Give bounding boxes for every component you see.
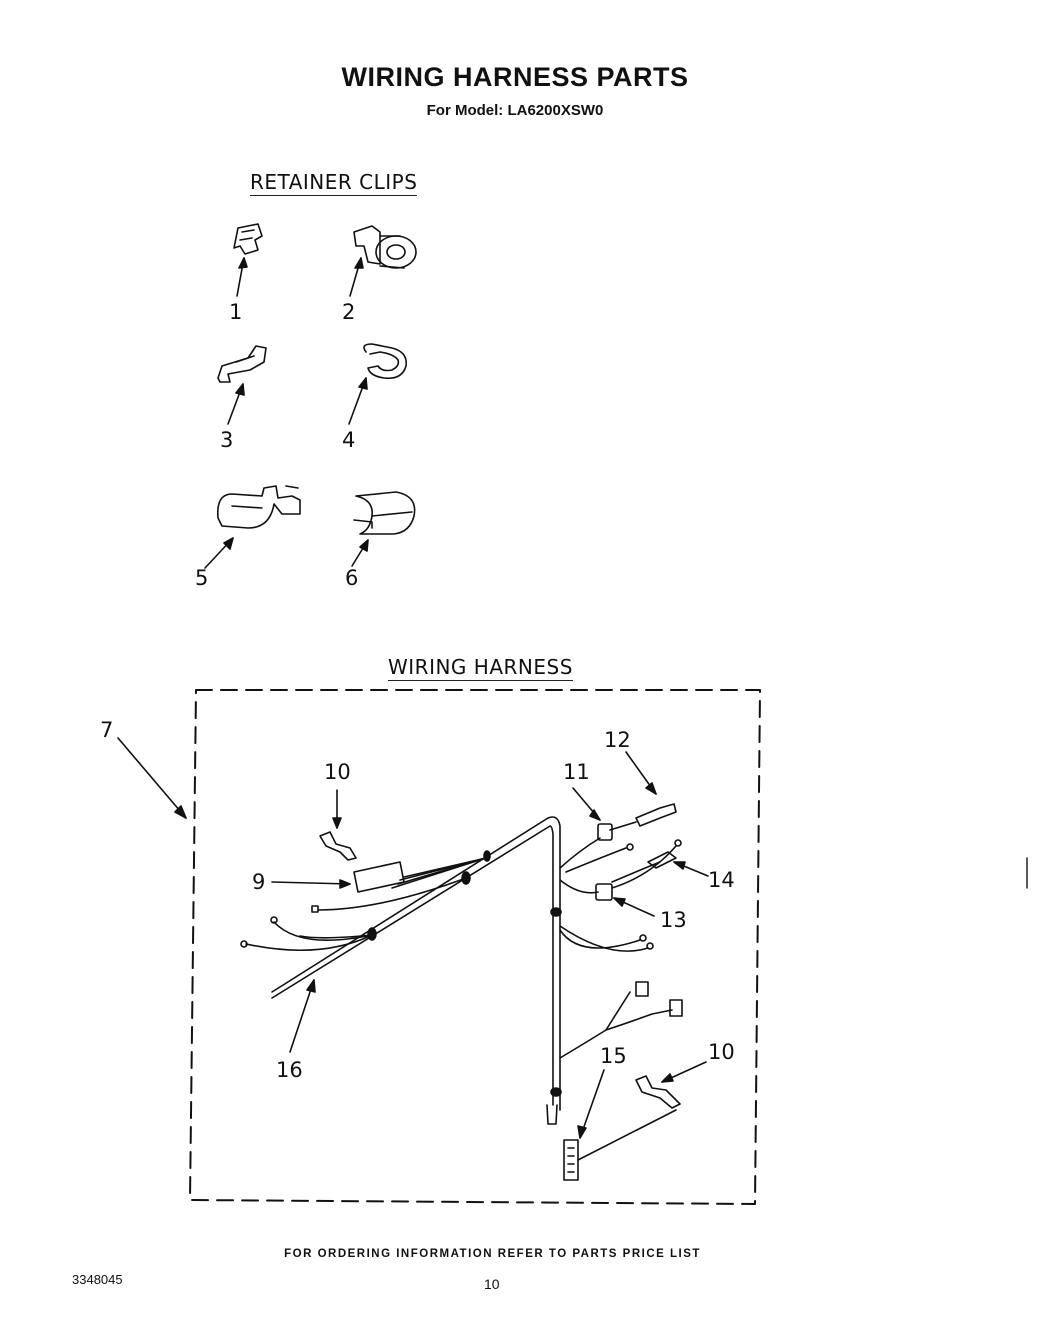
trunk-clamps (367, 850, 562, 1097)
callout-12: 12 (604, 728, 631, 752)
retainer-clip-6 (353, 491, 416, 535)
leader-arrow-9 (271, 881, 351, 885)
callout-7: 7 (100, 718, 114, 742)
harness-trunk (271, 816, 561, 1125)
retainer-clip-5 (216, 485, 301, 529)
model-subtitle: For Model: LA6200XSW0 (426, 102, 604, 119)
leader-arrow-7 (117, 737, 187, 819)
connector-11 (597, 823, 613, 841)
leader-arrow-15 (579, 1069, 605, 1139)
callout-11: 11 (563, 760, 590, 784)
retainer-clip-4 (363, 343, 408, 380)
page-title: WIRING HARNESS PARTS (341, 62, 689, 92)
callout-16: 16 (276, 1058, 303, 1082)
terminal-10-upper (319, 831, 357, 861)
callout-13: 13 (660, 908, 687, 932)
connector-13 (595, 883, 613, 901)
callout-5: 5 (195, 566, 209, 590)
harness-left-branches (240, 857, 487, 952)
callout-1: 1 (229, 300, 243, 324)
callout-10-upper: 10 (324, 760, 351, 784)
ordering-note: FOR ORDERING INFORMATION REFER TO PARTS … (284, 1248, 701, 1260)
leader-arrow-16 (289, 979, 315, 1053)
document-number: 3348045 (72, 1272, 123, 1287)
retainer-clip-3 (217, 345, 267, 383)
connector-15 (563, 1109, 677, 1181)
callout-14: 14 (708, 868, 735, 892)
callout-10-lower: 10 (708, 1040, 735, 1064)
terminal-block-9 (353, 861, 405, 893)
callout-6: 6 (345, 566, 359, 590)
harness-right-branches (559, 821, 682, 1059)
terminal-12 (635, 803, 677, 827)
callout-9: 9 (252, 870, 266, 894)
harness-enclosure (189, 689, 761, 1205)
wiring-harness-heading: WIRING HARNESS (388, 655, 573, 681)
retainer-clips-heading: RETAINER CLIPS (250, 170, 418, 196)
page-number: 10 (484, 1276, 500, 1292)
connector-lower-a (635, 981, 649, 997)
callout-4: 4 (342, 428, 356, 452)
terminal-10-lower (635, 1075, 681, 1109)
callout-2: 2 (342, 300, 356, 324)
connector-lower-b (669, 999, 683, 1017)
retainer-clip-1 (233, 223, 263, 255)
terminal-14 (647, 851, 677, 869)
callout-15: 15 (600, 1044, 627, 1068)
callout-3: 3 (220, 428, 234, 452)
retainer-clip-2 (353, 225, 417, 269)
